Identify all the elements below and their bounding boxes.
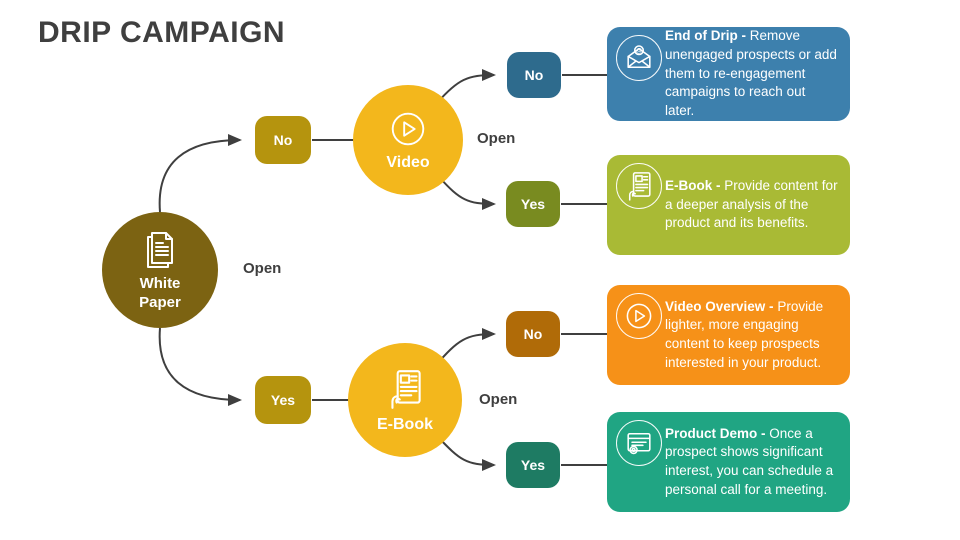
card-end-of-drip: @ End of Drip - Remove unengaged prospec… <box>607 27 850 121</box>
arrow-whitepaper-to-no <box>158 134 242 213</box>
node-label: White Paper <box>139 275 181 311</box>
svg-text:@: @ <box>636 48 642 55</box>
node-label: E-Book <box>377 416 433 433</box>
open-label-ebook: Open <box>479 391 518 408</box>
play-icon <box>387 108 429 150</box>
decision-box-ebook-no: No <box>506 311 560 357</box>
decision-box-video-yes: Yes <box>506 181 560 227</box>
card-title: Video Overview - <box>665 298 778 314</box>
card-text: Video Overview - Provide lighter, more e… <box>665 298 838 373</box>
document-icon <box>138 227 182 271</box>
card-text: Product Demo - Once a prospect shows sig… <box>665 425 838 500</box>
card-body: Remove unengaged prospects or add them t… <box>665 28 837 118</box>
card-body: Once a prospect shows significant intere… <box>665 425 834 497</box>
card-ebook: E-Book - Provide content for a deeper an… <box>607 155 850 255</box>
open-label-whitepaper: Open <box>243 260 282 277</box>
demo-window-icon <box>616 420 662 466</box>
card-title: Product Demo - <box>665 425 770 441</box>
arrow-whitepaper-to-yes <box>158 327 242 406</box>
arrow-video-to-yes <box>439 177 496 210</box>
decision-box-ebook-yes: Yes <box>506 442 560 488</box>
card-product-demo: Product Demo - Once a prospect shows sig… <box>607 412 850 512</box>
node-video: Video <box>353 85 463 195</box>
arrow-video-to-no <box>436 69 496 104</box>
arrow-ebook-to-yes <box>437 436 496 471</box>
node-white-paper: White Paper <box>102 212 218 328</box>
card-text: End of Drip - Remove unengaged prospects… <box>665 27 838 120</box>
card-video-overview: Video Overview - Provide lighter, more e… <box>607 285 850 385</box>
card-title: End of Drip - <box>665 28 750 44</box>
card-text: E-Book - Provide content for a deeper an… <box>665 177 838 233</box>
ebook-icon <box>616 163 662 209</box>
open-label-video: Open <box>477 130 516 147</box>
envelope-at-icon: @ <box>616 35 662 81</box>
page-title: DRIP CAMPAIGN <box>38 16 286 49</box>
play-icon <box>616 293 662 339</box>
card-body: Provide lighter, more engaging content t… <box>665 298 824 370</box>
card-body: Provide content for a deeper analysis of… <box>665 178 838 231</box>
decision-box-video-no: No <box>507 52 561 98</box>
node-label: Video <box>386 154 430 171</box>
card-title: E-Book - <box>665 178 725 194</box>
decision-box-whitepaper-no: No <box>255 116 311 164</box>
node-ebook: E-Book <box>348 343 462 457</box>
ebook-icon <box>382 366 428 412</box>
decision-box-whitepaper-yes: Yes <box>255 376 311 424</box>
